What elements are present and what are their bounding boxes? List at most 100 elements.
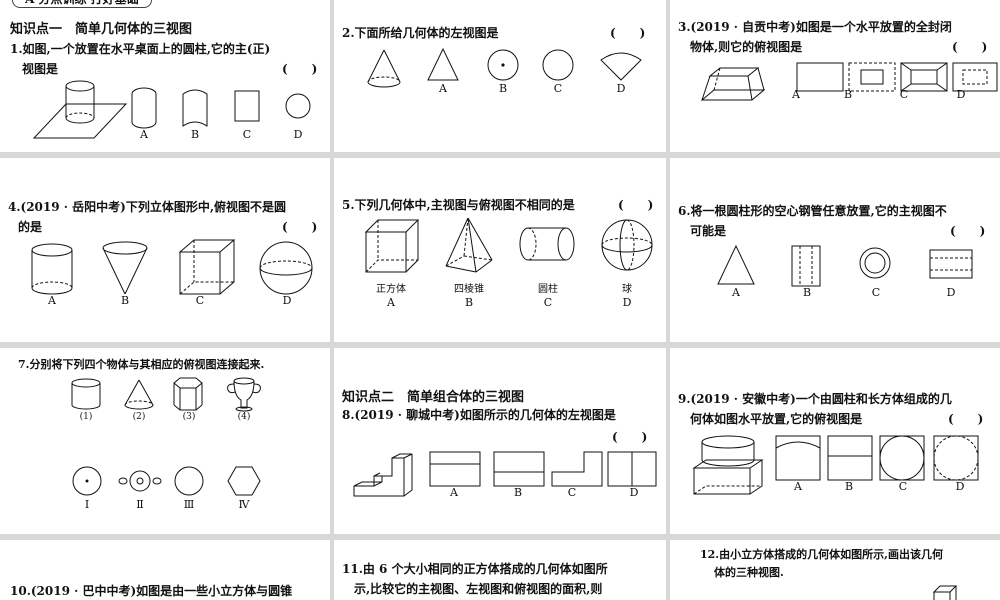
q1-option-a[interactable]: A [140,128,148,141]
q9-text-line2: 何体如图水平放置,它的俯视图是 [690,412,863,426]
q10-text: 10.(2019 · 巴中中考)如图是由一些小立方体与圆锥 [10,584,293,598]
question-6-panel: 6.将一根圆柱形的空心钢管任意放置,它的主视图不 可能是 ( ) A B C D [670,158,1000,342]
q7-top-view-3-figure [174,466,204,496]
q3-option-c[interactable]: C [899,88,909,101]
q4-text-line1: 4.(2019 · 岳阳中考)下列立体图形中,俯视图不是圆 [8,200,286,214]
q1-option-b[interactable]: B [190,128,200,141]
q4-option-b[interactable]: B [120,294,130,307]
q5-cylinder-figure [519,227,575,261]
q9-option-c[interactable]: C [898,480,908,493]
q9-text-line1: 9.(2019 · 安徽中考)一个由圆柱和长方体组成的几 [678,392,952,406]
q6-option-c-figure [859,247,891,279]
q4-option-a-figure [31,243,73,295]
q1-text-line2: 视图是 [22,62,59,76]
q3-text-line1: 3.(2019 · 自贡中考)如图是一个水平放置的全封闭 [678,20,952,34]
q9-option-b-figure [827,435,873,481]
q7-object-1-label: (1) [79,412,93,422]
q6-option-c[interactable]: C [871,286,881,299]
q8-answer-bracket[interactable]: ( ) [612,430,648,444]
q9-option-c-figure [879,435,925,481]
q2-option-d[interactable]: D [616,82,626,95]
q2-option-b[interactable]: B [498,82,508,95]
q5-sphere-figure [601,219,653,271]
q4-option-d-figure [259,241,313,295]
q7-object-4-figure [227,377,261,412]
q9-answer-bracket[interactable]: ( ) [948,412,984,426]
q8-option-d[interactable]: D [629,486,639,499]
q5-option-a[interactable]: A [387,296,395,309]
q9-option-d[interactable]: D [955,480,965,493]
q2-answer-bracket[interactable]: ( ) [610,26,646,40]
q4-option-c[interactable]: C [195,294,205,307]
q6-option-b-figure [791,245,821,287]
q9-option-a[interactable]: A [794,480,802,493]
q6-text-line1: 6.将一根圆柱形的空心钢管任意放置,它的主视图不 [678,204,947,218]
q7-top-view-2-label: Ⅱ [136,498,144,511]
q5-name-sphere: 球 [622,284,632,295]
q4-option-c-figure [178,239,236,295]
question-3-panel: 3.(2019 · 自贡中考)如图是一个水平放置的全封闭 物体,则它的俯视图是 … [670,0,1000,152]
q5-option-d[interactable]: D [622,296,632,309]
q7-object-3-label: (3) [182,412,196,422]
question-2-panel: 2.下面所给几何体的左视图是 ( ) A B C D [334,0,666,152]
q4-answer-bracket[interactable]: ( ) [282,220,318,234]
question-11-panel: 11.由 6 个大小相同的正方体搭成的几何体如图所 示,比较它的主视图、左视图和… [334,540,666,600]
q8-option-a-figure [429,451,481,487]
q3-option-d-figure [952,62,998,92]
q2-option-a[interactable]: A [439,82,447,95]
q5-answer-bracket[interactable]: ( ) [618,198,654,212]
q5-option-c[interactable]: C [543,296,553,309]
q4-text-line2: 的是 [18,220,43,234]
q1-answer-bracket[interactable]: ( ) [282,62,318,76]
q6-option-a[interactable]: A [732,286,740,299]
q8-option-c-figure [551,451,603,487]
q7-top-view-3-label: Ⅲ [183,498,195,511]
q8-option-b-figure [493,451,545,487]
q4-option-d[interactable]: D [282,294,292,307]
q1-option-b-figure [182,89,208,127]
q9-option-b[interactable]: B [844,480,854,493]
q11-text-line1: 11.由 6 个大小相同的正方体搭成的几何体如图所 [342,562,608,576]
q3-option-a-figure [796,62,844,92]
q4-option-b-figure [102,241,148,295]
question-4-panel: 4.(2019 · 岳阳中考)下列立体图形中,俯视图不是圆 的是 ( ) [0,158,330,342]
q3-answer-bracket[interactable]: ( ) [952,40,988,54]
q1-option-c[interactable]: C [242,128,252,141]
q1-cylinder-on-table [32,80,128,139]
q2-option-c[interactable]: C [553,82,563,95]
q8-option-b[interactable]: B [513,486,523,499]
q1-option-d[interactable]: D [293,128,303,141]
question-5-panel: 5.下列几何体中,主视图与俯视图不相同的是 ( ) [334,158,666,342]
q6-answer-bracket[interactable]: ( ) [950,224,986,238]
q12-text-line2: 体的三种视图. [714,566,784,579]
q7-top-view-1-label: Ⅰ [84,498,90,511]
q5-pyramid-figure [445,217,493,273]
q6-option-b[interactable]: B [802,286,812,299]
q3-option-d[interactable]: D [956,88,966,101]
section-banner: A 分点训练 打好基础 [12,0,152,8]
q6-option-a-figure [717,244,755,285]
section-2-heading: 知识点二 简单组合体的三视图 [342,390,525,405]
q6-text-line2: 可能是 [690,224,727,238]
q8-text: 8.(2019 · 聊城中考)如图所示的几何体的左视图是 [342,408,616,422]
q7-top-view-2-figure [118,470,162,492]
q11-text-line2: 示,比较它的主视图、左视图和俯视图的面积,则 [354,582,603,596]
q3-option-b-figure [848,62,896,92]
q6-option-d-figure [929,249,973,279]
q2-option-b-figure [487,49,519,81]
q5-option-b[interactable]: B [464,296,474,309]
q5-name-cube: 正方体 [376,284,406,295]
q2-option-c-figure [542,49,574,81]
q4-option-a[interactable]: A [48,294,56,307]
question-12-panel: 12.由小立方体搭成的几何体如图所示,画出该几何 体的三种视图. [670,540,1000,600]
q3-option-a[interactable]: A [792,88,800,101]
q8-option-c[interactable]: C [567,486,577,499]
q3-option-b[interactable]: B [843,88,853,101]
q8-option-a[interactable]: A [450,486,458,499]
q9-solid-figure [692,435,764,495]
q7-object-4-label: (4) [237,412,251,422]
question-10-panel: 10.(2019 · 巴中中考)如图是由一些小立方体与圆锥 [0,540,330,600]
q7-object-1-figure [71,378,101,410]
q6-option-d[interactable]: D [946,286,956,299]
section-1-heading: 知识点一 简单几何体的三视图 [10,22,193,37]
